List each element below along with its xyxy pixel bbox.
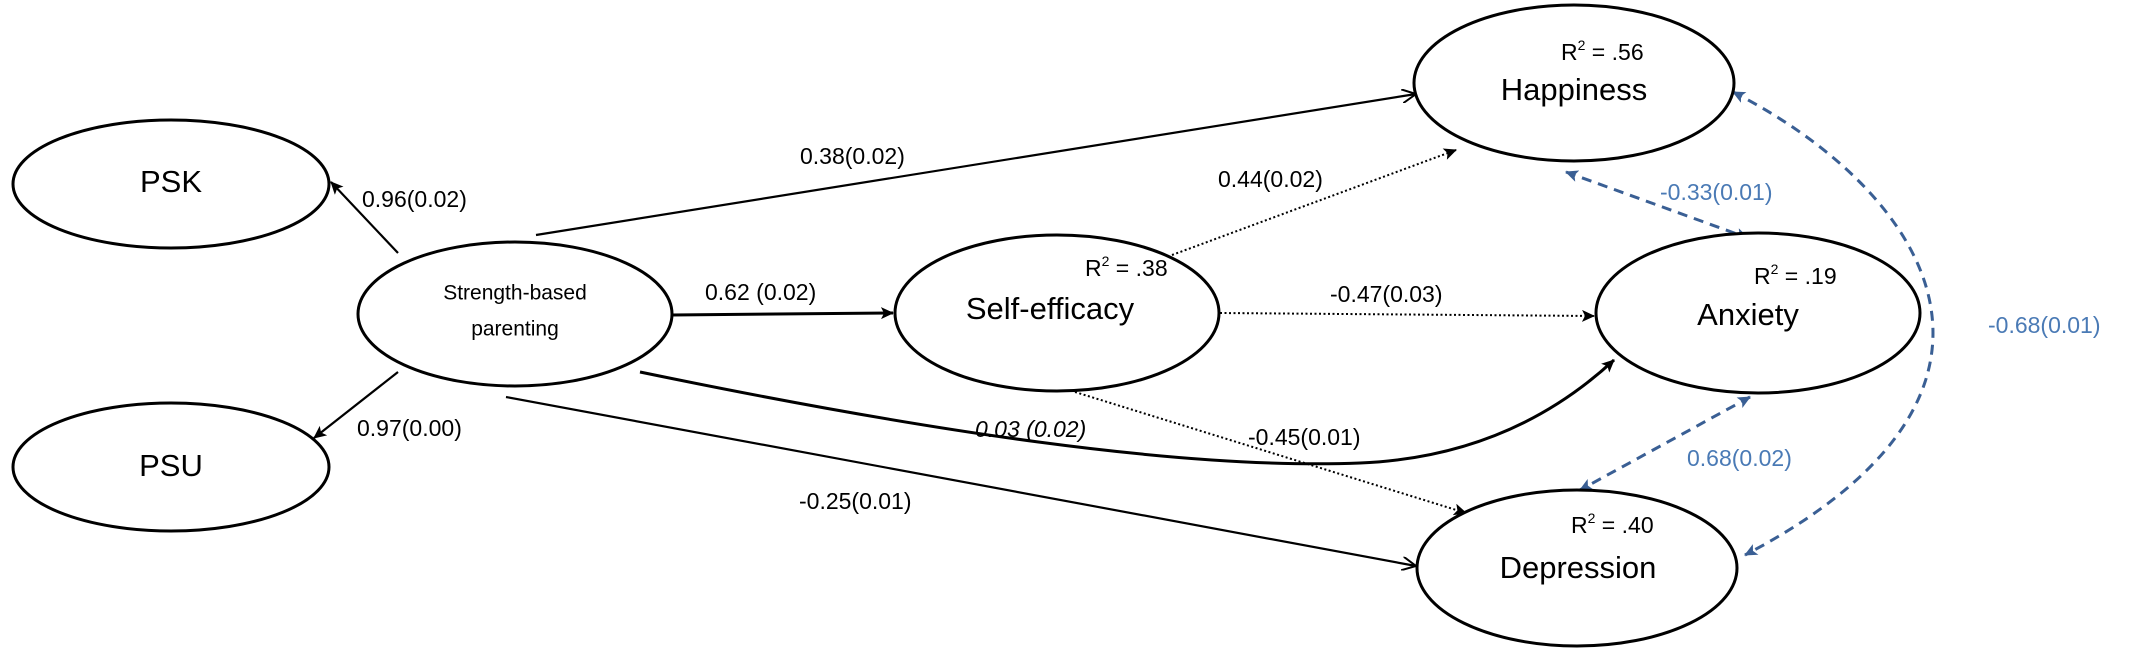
- coef-se-happiness: 0.44(0.02): [1218, 166, 1323, 192]
- coef-sbp-self-efficacy: 0.62 (0.02): [705, 279, 816, 305]
- node-depression-label: Depression: [1500, 550, 1657, 585]
- coef-sbp-happiness: 0.38(0.02): [800, 143, 905, 169]
- edge-sbp-depression: [505, 395, 1416, 566]
- node-happiness-label: Happiness: [1501, 72, 1647, 107]
- corr-label-happiness-depression: -0.68(0.01): [1988, 312, 2101, 338]
- r2-anxiety: R2 = .19: [1754, 261, 1837, 289]
- edge-sbp-psk: [330, 181, 399, 254]
- edge-se-depression: [1074, 391, 1467, 516]
- coef-sbp-depression: -0.25(0.01): [799, 488, 912, 514]
- r2-self-efficacy: R2 = .38: [1085, 253, 1168, 281]
- corr-happiness-depression: [1732, 90, 1935, 557]
- node-psu: PSU: [11, 401, 331, 533]
- r2-happiness: R2 = .56: [1561, 37, 1644, 65]
- node-strength-based-parenting: Strength-based parenting: [356, 240, 674, 388]
- node-happiness: Happiness R2 = .56: [1412, 3, 1736, 163]
- node-anxiety: Anxiety R2 = .19: [1594, 231, 1922, 395]
- edge-sbp-happiness: [535, 94, 1416, 237]
- node-self-efficacy: Self-efficacy R2 = .38: [893, 233, 1221, 393]
- node-psk-label: PSK: [140, 164, 202, 199]
- corr-label-anxiety-depression: 0.68(0.02): [1687, 445, 1792, 471]
- edge-se-happiness: [1171, 148, 1457, 256]
- coef-se-anxiety: -0.47(0.03): [1330, 281, 1443, 307]
- r2-depression: R2 = .40: [1571, 510, 1654, 538]
- edge-sbp-self-efficacy: [671, 307, 894, 320]
- corr-label-happiness-anxiety: -0.33(0.01): [1660, 179, 1773, 205]
- edge-sbp-anxiety: [639, 358, 1616, 466]
- coef-se-depression: -0.45(0.01): [1248, 424, 1361, 450]
- node-self-efficacy-label: Self-efficacy: [966, 291, 1135, 326]
- node-sbp-label-line1: Strength-based: [443, 282, 587, 305]
- corr-anxiety-depression: [1579, 395, 1751, 492]
- node-psk: PSK: [11, 118, 331, 250]
- node-psu-label: PSU: [139, 448, 203, 483]
- coef-sbp-anxiety: 0.03 (0.02): [975, 416, 1086, 442]
- node-sbp-label-line2: parenting: [471, 318, 559, 341]
- edge-se-anxiety: [1219, 309, 1595, 322]
- node-depression: Depression R2 = .40: [1415, 488, 1739, 648]
- corr-happiness-anxiety: [1565, 170, 1749, 240]
- coef-sbp-psk: 0.96(0.02): [362, 186, 467, 212]
- coef-sbp-psu: 0.97(0.00): [357, 415, 462, 441]
- node-anxiety-label: Anxiety: [1697, 297, 1799, 332]
- edge-sbp-psu: [313, 371, 399, 439]
